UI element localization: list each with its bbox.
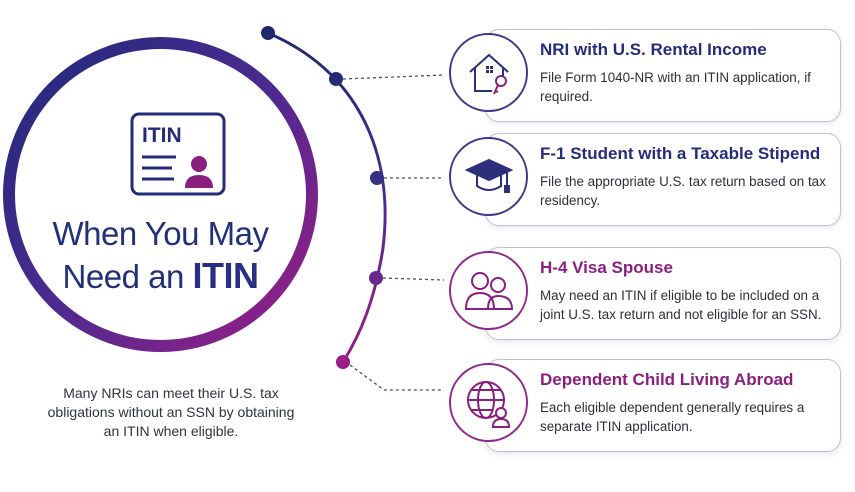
hero-title-line2-prefix: Need an xyxy=(62,258,193,295)
item-rental-income: NRI with U.S. Rental Income File Form 10… xyxy=(449,29,841,124)
item-description: May need an ITIN if eligible to be inclu… xyxy=(540,288,822,322)
timeline-arc xyxy=(267,31,387,363)
item-card xyxy=(485,29,841,122)
item-icon-circle xyxy=(449,33,528,112)
id-card-icon: ITIN xyxy=(130,112,226,196)
item-icon-circle xyxy=(449,137,528,216)
item-h4-spouse: H-4 Visa Spouse May need an ITIN if elig… xyxy=(449,247,841,342)
item-description: Each eligible dependent generally requir… xyxy=(540,400,805,434)
hero-caption: Many NRIs can meet their U.S. tax obliga… xyxy=(47,385,295,439)
timeline-dot-4 xyxy=(336,355,350,369)
graduation-cap-icon xyxy=(464,158,513,193)
item-f1-student: F-1 Student with a Taxable Stipend File … xyxy=(449,133,841,228)
hero-title: When You May Need an ITIN xyxy=(15,213,306,298)
item-title: Dependent Child Living Abroad xyxy=(540,370,794,389)
item-card xyxy=(485,359,841,452)
connector-1 xyxy=(342,74,445,80)
item-title: F-1 Student with a Taxable Stipend xyxy=(540,144,821,163)
house-key-icon xyxy=(468,53,509,94)
item-title: H-4 Visa Spouse xyxy=(540,258,673,277)
item-dependent-child: Dependent Child Living Abroad Each eligi… xyxy=(449,359,841,454)
timeline-dot-3 xyxy=(369,271,383,285)
timeline-dot-1 xyxy=(329,72,343,86)
connector-3 xyxy=(382,277,445,281)
hero-circle: ITIN When You May Need an ITIN xyxy=(3,37,318,352)
globe-person-icon xyxy=(466,380,510,428)
id-card-label: ITIN xyxy=(142,124,182,147)
item-description: File the appropriate U.S. tax return bas… xyxy=(540,174,826,208)
connector-4 xyxy=(349,364,444,391)
item-icon-circle xyxy=(449,363,528,442)
item-description: File Form 1040-NR with an ITIN applicati… xyxy=(540,70,811,104)
item-title: NRI with U.S. Rental Income xyxy=(540,40,767,59)
hero-circle-inner: ITIN When You May Need an ITIN xyxy=(15,49,306,340)
two-people-icon xyxy=(464,271,513,310)
hero-title-itin: ITIN xyxy=(192,255,259,296)
hero-title-line1: When You May xyxy=(52,215,269,252)
item-icon-circle xyxy=(449,251,528,330)
timeline-dot-2 xyxy=(370,171,384,185)
timeline-start-dot xyxy=(261,26,275,40)
hero-title-line2: Need an ITIN xyxy=(15,255,306,298)
item-card xyxy=(485,133,841,226)
item-card xyxy=(485,247,841,340)
